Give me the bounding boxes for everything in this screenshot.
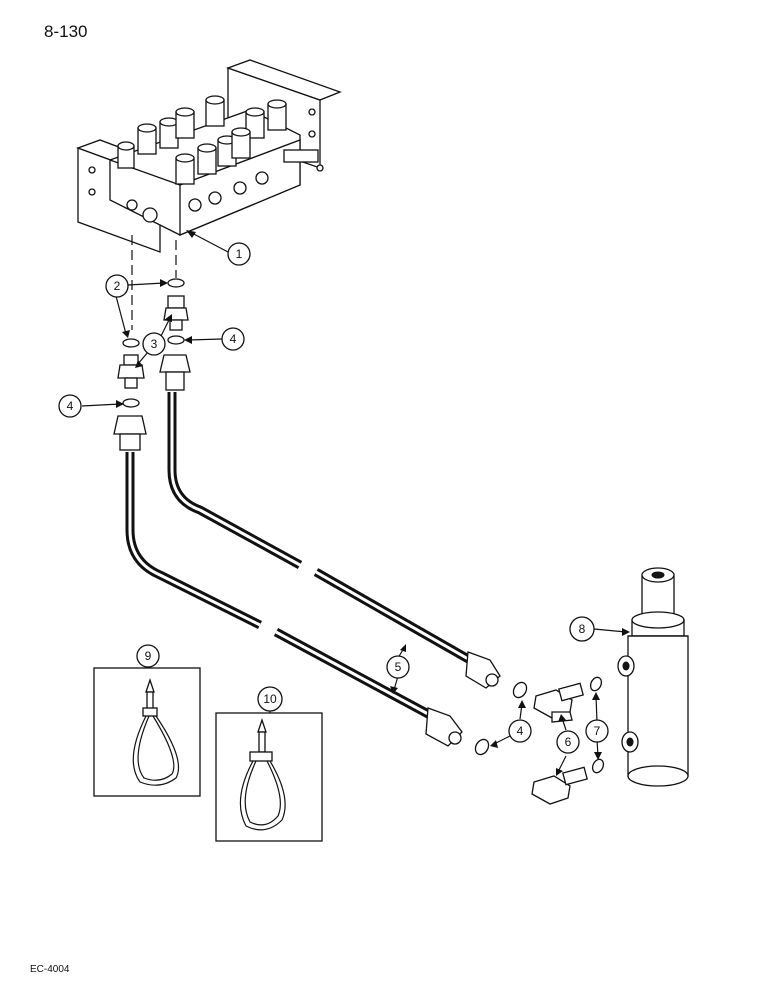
svg-text:4: 4 xyxy=(517,724,524,738)
elbow-fitting-icon xyxy=(531,766,588,805)
control-valve-block-icon xyxy=(76,59,342,253)
svg-text:7: 7 xyxy=(594,724,601,738)
callout-5: 5 xyxy=(386,655,410,679)
callout-4-upper: 4 xyxy=(221,327,245,351)
inset-box-strap-10 xyxy=(215,712,323,842)
svg-text:2: 2 xyxy=(114,279,121,293)
svg-text:6: 6 xyxy=(565,735,572,749)
svg-text:9: 9 xyxy=(145,649,152,663)
callout-10: 10 xyxy=(257,686,283,712)
o-ring-icon xyxy=(122,398,140,408)
o-ring-icon xyxy=(122,338,140,348)
callout-4-lower: 4 xyxy=(508,719,532,743)
o-ring-icon xyxy=(591,758,605,774)
elbow-fitting-icon xyxy=(533,682,584,723)
callout-1: 1 xyxy=(227,242,251,266)
svg-text:10: 10 xyxy=(263,692,277,706)
callout-7: 7 xyxy=(585,719,609,743)
o-ring-icon xyxy=(589,676,603,692)
svg-text:5: 5 xyxy=(395,660,402,674)
o-ring-icon xyxy=(167,278,185,288)
callout-6: 6 xyxy=(556,730,580,754)
hydraulic-adapter-fitting-icon xyxy=(117,354,145,389)
page-number: 8-130 xyxy=(44,22,88,41)
callout-2: 2 xyxy=(105,274,129,298)
hydraulic-cylinder-icon xyxy=(617,567,689,787)
svg-text:8: 8 xyxy=(579,622,586,636)
o-ring-icon xyxy=(474,738,490,756)
callout-leaders xyxy=(81,230,630,776)
svg-text:4: 4 xyxy=(230,332,237,346)
svg-text:1: 1 xyxy=(236,247,243,261)
cable-tie-strap-icon xyxy=(239,717,286,831)
svg-text:4: 4 xyxy=(67,399,74,413)
hydraulic-hose-icon xyxy=(113,354,501,747)
svg-text:3: 3 xyxy=(151,337,158,351)
cable-tie-strap-icon xyxy=(132,677,180,786)
hydraulic-adapter-fitting-icon xyxy=(163,295,189,331)
o-ring-icon xyxy=(167,335,185,345)
callout-8: 8 xyxy=(569,616,595,642)
callout-4-left: 4 xyxy=(58,394,82,418)
o-ring-icon xyxy=(512,681,528,699)
callout-9: 9 xyxy=(136,644,160,668)
callout-3: 3 xyxy=(142,332,166,356)
document-code: EC-4004 xyxy=(30,964,70,975)
